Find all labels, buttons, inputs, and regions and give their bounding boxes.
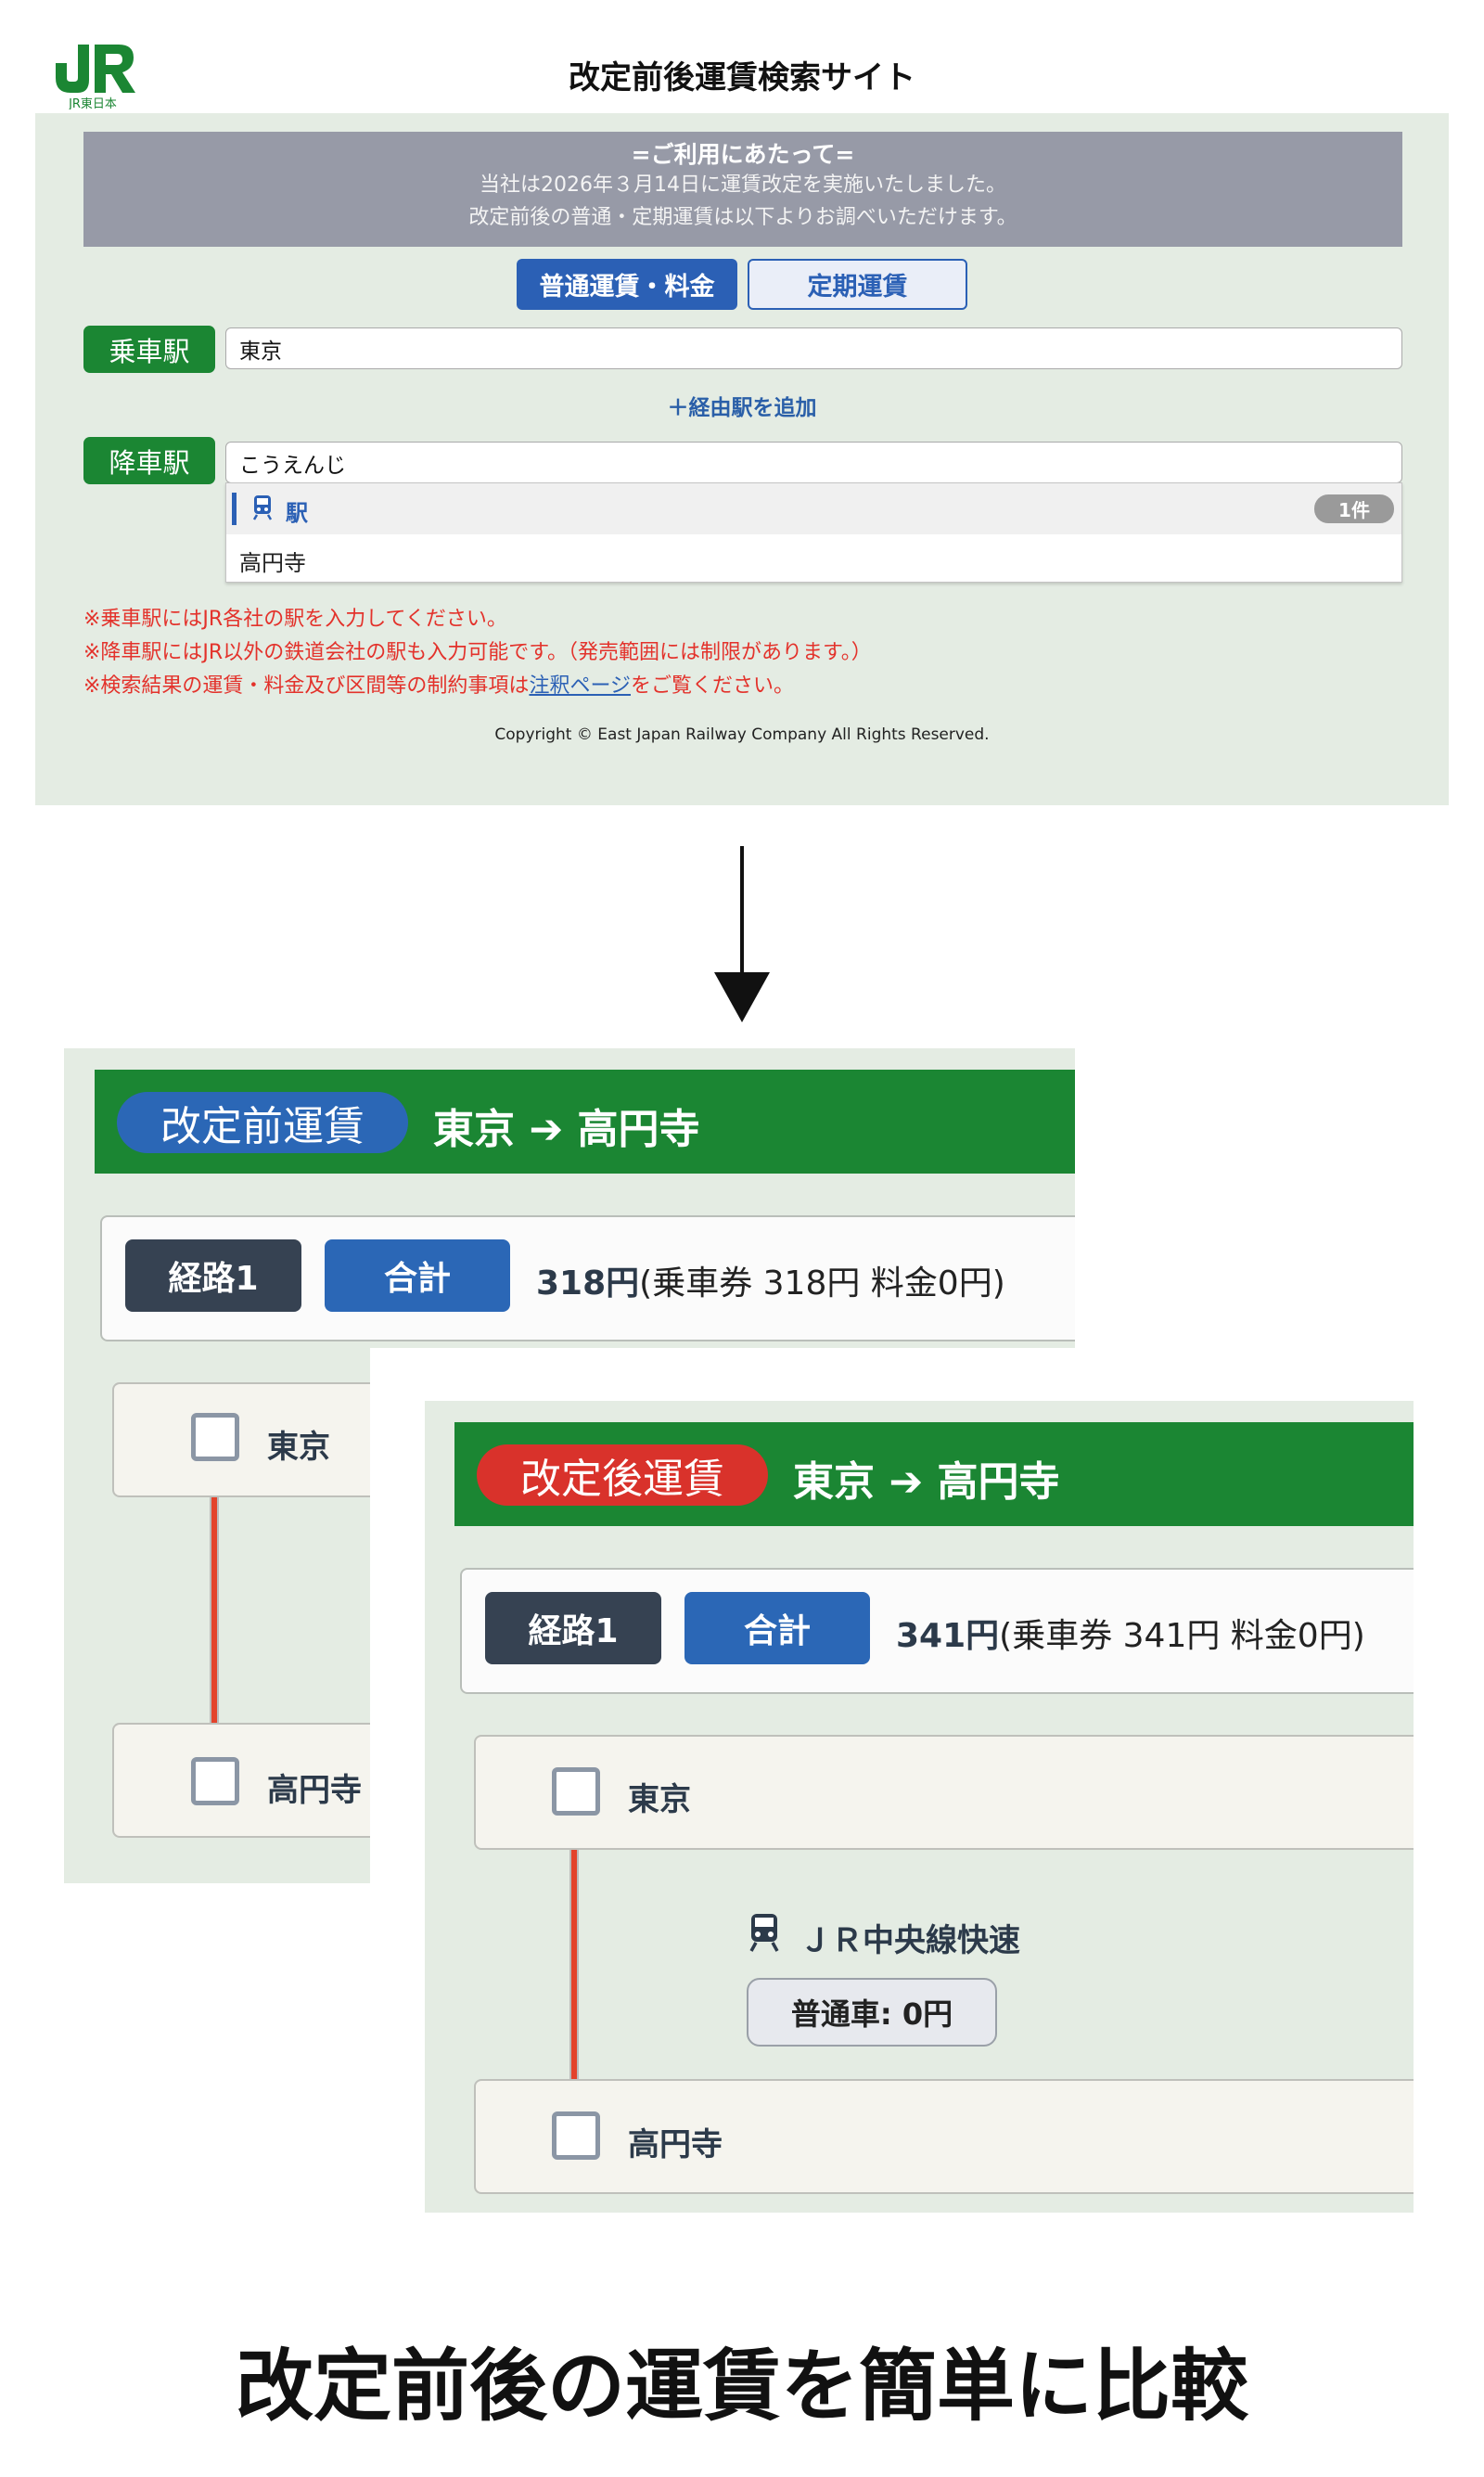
boarding-station-input[interactable]	[225, 327, 1402, 369]
total-fare-text: 318円(乗車券 318円 料金0円)	[536, 1256, 1005, 1304]
stop-name: 東京	[628, 1781, 691, 1818]
route-number-button[interactable]: 経路1	[125, 1239, 301, 1312]
warning-line: ※降車駅にはJR以外の鉄道会社の駅も入力可能です。（発売範囲には制限があります。…	[83, 641, 872, 664]
train-icon	[748, 1913, 781, 1952]
warning-text: ※検索結果の運賃・料金及び区間等の制約事項は	[83, 674, 530, 698]
warning-line: ※乗車駅にはJR各社の駅を入力してください。	[83, 608, 507, 631]
stop-checkbox[interactable]	[552, 1767, 600, 1816]
total-detail: (乗車券 341円 料金0円)	[999, 1617, 1365, 1655]
notes-page-link[interactable]: 注釈ページ	[529, 674, 631, 698]
total-button[interactable]: 合計	[684, 1592, 870, 1664]
boarding-station-label: 乗車駅	[83, 326, 215, 373]
notice-box: =ご利用にあたって= 当社は2026年３月14日に運賃改定を実施いたしました。 …	[83, 132, 1402, 247]
site-title: 改定前後運賃検索サイト	[569, 59, 915, 96]
notice-line: 改定前後の普通・定期運賃は以下よりお調べいただけます。	[468, 206, 1017, 229]
search-panel: =ご利用にあたって= 当社は2026年３月14日に運賃改定を実施いたしました。 …	[35, 113, 1449, 805]
arrow-down-icon	[714, 846, 770, 1022]
svg-text:JR東日本: JR東日本	[68, 96, 117, 109]
stop-box	[474, 2079, 1414, 2194]
route-title: 東京 ➔ 高円寺	[793, 1458, 1060, 1506]
stop-name: 高円寺	[267, 1772, 362, 1809]
total-detail: (乗車券 318円 料金0円)	[639, 1264, 1005, 1303]
notice-title: =ご利用にあたって=	[631, 141, 855, 168]
stop-checkbox[interactable]	[191, 1413, 239, 1461]
category-marker	[232, 493, 237, 525]
add-via-station-link[interactable]: ＋経由駅を追加	[667, 396, 817, 420]
suggestion-item-koenji[interactable]: 高円寺	[239, 550, 306, 576]
stop-box	[474, 1735, 1414, 1850]
route-number-button[interactable]: 経路1	[485, 1592, 661, 1664]
total-fare-text: 341円(乗車券 341円 料金0円)	[896, 1609, 1365, 1657]
warning-text: をご覧ください。	[631, 674, 795, 698]
notice-line: 当社は2026年３月14日に運賃改定を実施いたしました。	[480, 173, 1006, 197]
warning-line: ※検索結果の運賃・料金及び区間等の制約事項は注釈ページをご覧ください。	[83, 670, 872, 703]
stop-name: 東京	[267, 1429, 330, 1466]
copyright: Copyright © East Japan Railway Company A…	[494, 725, 990, 744]
alighting-station-input[interactable]	[225, 442, 1402, 483]
alighting-station-label: 降車駅	[83, 437, 215, 484]
after-fare-pill: 改定後運賃	[477, 1444, 768, 1506]
total-amount: 341円	[896, 1617, 1000, 1655]
total-button[interactable]: 合計	[325, 1239, 510, 1312]
warning-notes: ※乗車駅にはJR各社の駅を入力してください。 ※降車駅にはJR以外の鉄道会社の駅…	[83, 603, 872, 703]
car-fare-chip: 普通車: 0円	[747, 1978, 997, 2047]
train-icon	[251, 494, 274, 520]
route-line	[569, 1850, 579, 2079]
route-title: 東京 ➔ 高円寺	[433, 1106, 700, 1153]
suggestion-category-label: 駅	[286, 500, 308, 526]
jr-east-logo: JR東日本	[46, 37, 139, 111]
tab-commuter-fare[interactable]: 定期運賃	[748, 259, 967, 310]
tab-normal-fare[interactable]: 普通運賃・料金	[517, 259, 737, 310]
suggestion-category-header: 駅 1件	[226, 483, 1401, 534]
stop-checkbox[interactable]	[552, 2111, 600, 2160]
train-line-name: ＪＲ中央線快速	[800, 1922, 1020, 1959]
station-suggestion-dropdown: 駅 1件 高円寺	[225, 482, 1402, 583]
route-line	[210, 1497, 219, 1723]
before-fare-pill: 改定前運賃	[117, 1092, 408, 1153]
after-revision-result: 改定後運賃 東京 ➔ 高円寺 経路1 合計 341円(乗車券 341円 料金0円…	[425, 1401, 1414, 2213]
caption-heading: 改定前後の運賃を簡単に比較	[235, 2341, 1248, 2432]
suggestion-count-badge: 1件	[1314, 494, 1394, 523]
total-amount: 318円	[536, 1264, 640, 1303]
stop-name: 高円寺	[628, 2126, 723, 2163]
stop-checkbox[interactable]	[191, 1757, 239, 1805]
